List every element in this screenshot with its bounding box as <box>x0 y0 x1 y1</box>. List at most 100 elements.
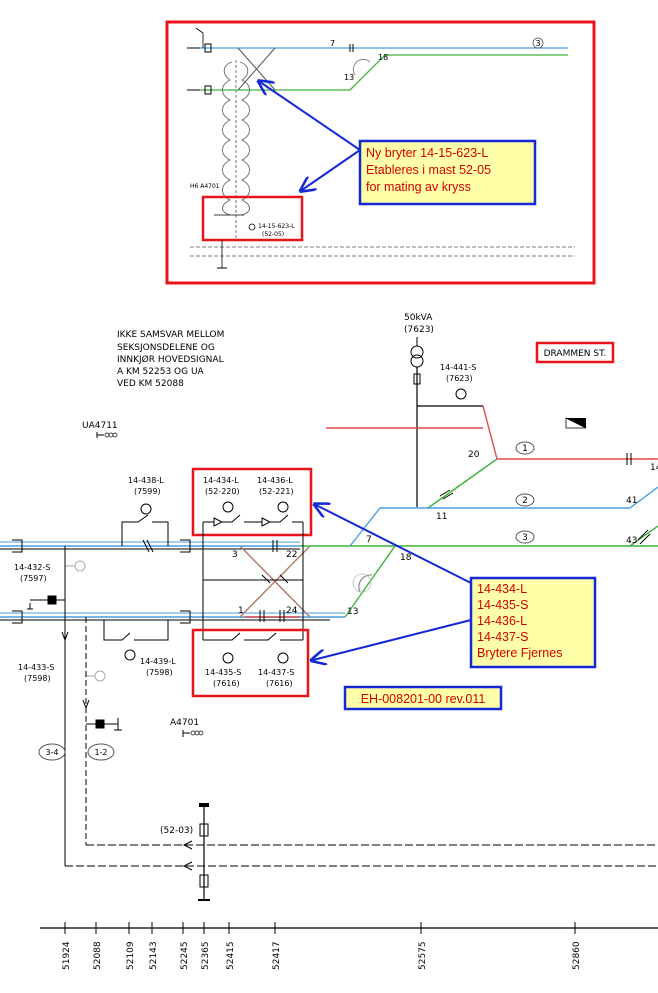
inset-top-hook <box>195 27 204 48</box>
station-label: DRAMMEN ST. <box>544 349 607 359</box>
station-frame <box>535 341 615 364</box>
km-ticks <box>64 922 576 934</box>
track-blue-diag-7 <box>349 507 381 547</box>
track-green-diag-20 <box>427 458 498 509</box>
switch-433-mast: (7598) <box>24 674 51 683</box>
point-43: 43 <box>626 536 637 546</box>
inset-switch-frame <box>201 195 304 242</box>
inset-frame <box>165 20 596 285</box>
inset-callout-arrow-1 <box>260 82 361 151</box>
inset-bumper-a <box>204 43 212 53</box>
inset-switch-arc <box>352 58 371 76</box>
track-green-diag-43 <box>629 525 658 547</box>
mast-bottom-label: (52-03) <box>160 826 193 836</box>
km-tick-3: 52109 <box>126 941 136 970</box>
section-34-circle <box>38 743 66 761</box>
track-2-circle <box>515 493 535 507</box>
track-1-no: 1 <box>522 444 528 454</box>
inset-switch-label: 14-15-623-L <box>258 223 295 230</box>
main-callout-line-3: 14-436-L <box>477 614 527 628</box>
section-insulators <box>142 453 651 622</box>
main-callout-arrow-1 <box>316 505 472 584</box>
main-callout-arrow-2 <box>313 619 472 660</box>
inset-callout-line-3: for mating av kryss <box>366 180 471 194</box>
point-22: 22 <box>286 550 297 560</box>
warning-line-1: IKKE SAMSVAR MELLOM <box>117 330 224 340</box>
inset-callout-box <box>358 139 537 206</box>
warning-line-4: A KM 52253 OG UA <box>117 367 205 377</box>
section-34-label: 3-4 <box>45 748 58 757</box>
main-callout-line-4: 14-437-S <box>477 630 528 644</box>
inset-track-no: 3 <box>535 39 540 48</box>
switch-432-id: 14-432-S <box>14 563 50 572</box>
point-13: 13 <box>347 607 358 617</box>
transformer-rating: 50kVA <box>404 313 433 323</box>
inset-feeder-cable <box>222 61 250 216</box>
switch-435-contact <box>203 632 303 641</box>
warning-line-3: INNKJØR HOVEDSIGNAL <box>117 354 224 365</box>
mast-fuse-top <box>199 823 209 837</box>
km-tick-7: 52415 <box>226 941 236 970</box>
signal-a-lamp-2 <box>194 730 200 736</box>
inset-callout-arrow-2 <box>302 149 361 190</box>
direction-marker-outline <box>565 417 587 429</box>
point-18: 18 <box>400 553 412 563</box>
removed-switches-top-frame <box>191 467 313 537</box>
signal-ua-symbol <box>96 432 104 438</box>
warning-line-5: VED KM 52088 <box>117 379 184 389</box>
crossover-tick-1 <box>261 574 271 584</box>
bottom-arrow-1 <box>182 840 193 850</box>
main-callout-line-1: 14-434-L <box>477 582 527 596</box>
switch-434-contact <box>203 514 256 527</box>
km-tick-6: 52365 <box>201 941 211 970</box>
inset-bumper-b <box>204 85 212 95</box>
switch-437-symbol <box>277 652 289 664</box>
signal-ua-lamp-1 <box>104 432 110 438</box>
inset-cross-b <box>237 47 276 91</box>
main-diagram: IKKE SAMSVAR MELLOM SEKSJONSDELENE OG IN… <box>0 313 658 970</box>
point-41: 41 <box>626 496 637 506</box>
switch-436-id: 14-436-L <box>257 476 293 485</box>
switch-439-contact <box>103 620 169 641</box>
section-12-label: 1-2 <box>94 748 107 757</box>
track-1-circle <box>515 441 535 455</box>
inset-switch-no: 13 <box>344 73 354 82</box>
main-callout-line-5: Brytere Fjernes <box>477 646 562 660</box>
switch-432-mast: (7597) <box>20 574 47 583</box>
inset-signal-label: H6 A4701 <box>190 183 220 190</box>
switch-439-symbol <box>124 649 136 661</box>
switch-434-id: 14-434-L <box>203 476 239 485</box>
km-tick-1: 51924 <box>62 941 72 970</box>
switch-438-mast: (7599) <box>134 487 161 496</box>
signal-ua-label: UA4711 <box>82 421 118 431</box>
point-11: 11 <box>436 512 447 522</box>
main-callout-box <box>469 576 597 669</box>
inset-callout-line-1: Ny bryter 14-15-623-L <box>366 146 488 160</box>
signal-a-lamp-1 <box>190 730 196 736</box>
km-tick-2: 52088 <box>93 941 103 970</box>
signal-ua-lamp-2 <box>108 432 114 438</box>
switch-434-symbol <box>222 501 234 513</box>
main-callout-line-2: 14-435-S <box>477 598 528 612</box>
inset-track-green-diag <box>349 54 386 91</box>
switch-433-symbol <box>94 670 106 682</box>
inset-switch-mast: (52-05) <box>262 231 284 238</box>
mast-fuse-bottom <box>199 874 209 888</box>
mast-cap <box>199 803 209 807</box>
earth-switch-left <box>27 595 65 610</box>
signal-ua-lamp-3 <box>112 432 118 438</box>
inset-detail: 3 13 18 7 14-15-623-L (52-05) H6 A4701 N… <box>165 20 596 285</box>
switch-441-id: 14-441-S <box>440 363 476 372</box>
crossover-tick-2 <box>279 574 289 584</box>
inset-callout-line-2: Etableres i mast 52-05 <box>366 163 491 177</box>
point-7: 7 <box>366 535 372 545</box>
point-24: 24 <box>286 606 298 616</box>
track-3-no: 3 <box>522 533 528 543</box>
doc-ref: EH-008201-00 rev.011 <box>361 692 486 706</box>
point-1: 1 <box>238 606 244 616</box>
signal-a-lamp-3 <box>198 730 204 736</box>
inset-track-no-circle <box>532 37 544 49</box>
doc-ref-frame <box>343 685 503 711</box>
switch-438-contact <box>121 514 169 546</box>
track-2-no: 2 <box>522 496 528 506</box>
